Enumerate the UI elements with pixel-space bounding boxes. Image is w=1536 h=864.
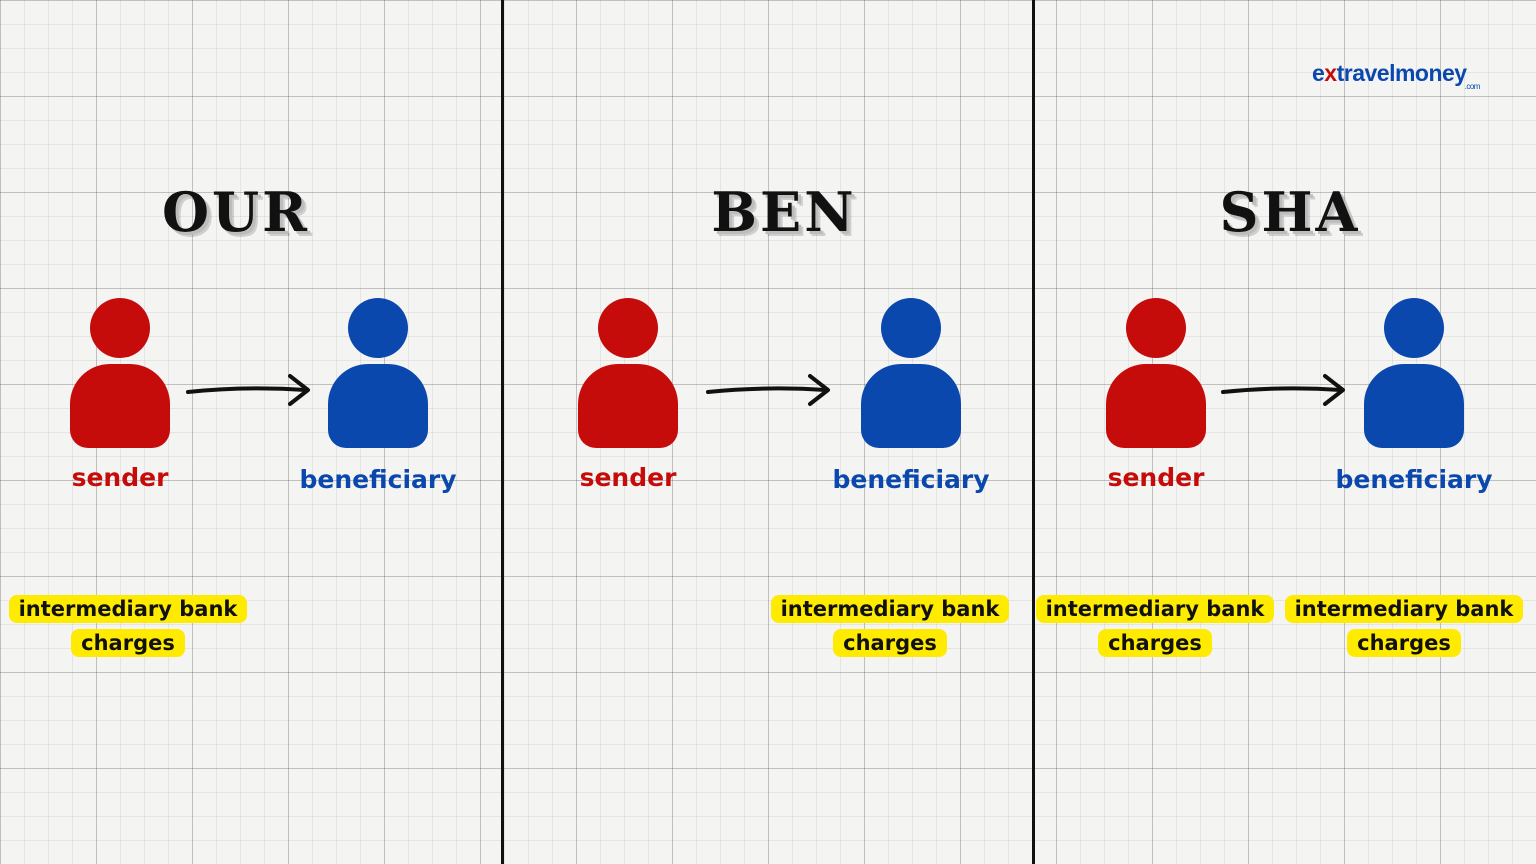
logo-text-pre: e (1312, 60, 1325, 86)
sender-person-icon (578, 298, 678, 448)
panel-divider-2 (1032, 0, 1035, 864)
sender-person-icon (1106, 298, 1206, 448)
panel-title-sha: SHA (1219, 180, 1361, 244)
charge-line-2: charges (71, 629, 185, 657)
intermediary-charges-badge-beneficiary: intermediary bank charges (1284, 592, 1524, 660)
beneficiary-label: beneficiary (832, 465, 990, 494)
beneficiary-person-icon (328, 298, 428, 448)
beneficiary-person-icon (1364, 298, 1464, 448)
logo-text-suffix: .com (1464, 82, 1481, 91)
intermediary-charges-badge-sender: intermediary bank charges (1035, 592, 1275, 660)
brand-logo: extravelmoney.com (1312, 60, 1482, 91)
panel-title-our: OUR (161, 180, 310, 244)
panel-title-ben: BEN (711, 180, 857, 244)
panel-divider-1 (501, 0, 504, 864)
beneficiary-person-icon (861, 298, 961, 448)
arrow-right-icon (706, 374, 830, 406)
charge-line-1: intermediary bank (1284, 595, 1524, 623)
charge-line-1: intermediary bank (770, 595, 1010, 623)
sender-label: sender (71, 463, 169, 492)
charge-line-2: charges (833, 629, 947, 657)
charge-line-2: charges (1098, 629, 1212, 657)
sender-person-icon (70, 298, 170, 448)
beneficiary-label: beneficiary (299, 465, 457, 494)
arrow-right-icon (1221, 374, 1345, 406)
intermediary-charges-badge: intermediary bank charges (8, 592, 248, 660)
logo-text-post: travelmoney (1336, 60, 1468, 86)
arrow-right-icon (186, 374, 310, 406)
charge-line-1: intermediary bank (1035, 595, 1275, 623)
intermediary-charges-badge: intermediary bank charges (770, 592, 1010, 660)
sender-label: sender (1107, 463, 1205, 492)
logo-text-accent: x (1324, 60, 1337, 86)
beneficiary-label: beneficiary (1335, 465, 1493, 494)
charge-line-1: intermediary bank (8, 595, 248, 623)
charge-line-2: charges (1347, 629, 1461, 657)
sender-label: sender (579, 463, 677, 492)
